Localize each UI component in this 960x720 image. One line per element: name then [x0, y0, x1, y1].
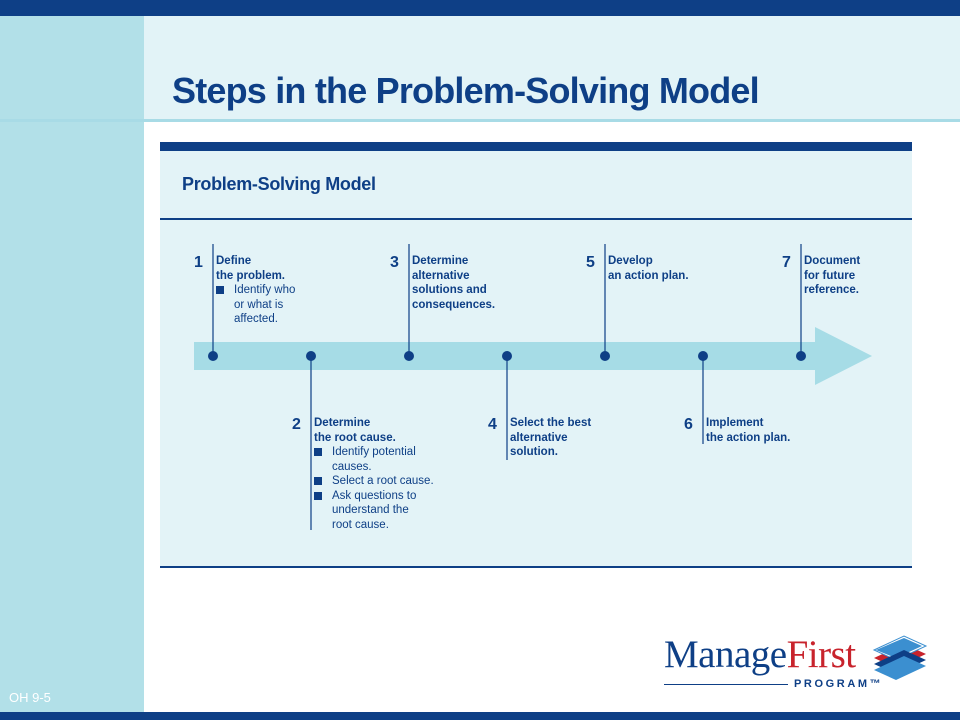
step-number: 7	[782, 254, 791, 271]
bottom-bar	[0, 712, 960, 720]
step-bullets: Identify who or what is affected.	[216, 283, 356, 327]
step-title: Implement the action plan.	[706, 417, 791, 444]
step-bullets: Identify potential causes. Select a root…	[314, 445, 454, 532]
timeline-graphic	[194, 244, 872, 530]
step-content: Define the problem. Identify who or what…	[216, 254, 356, 327]
step-content: Implement the action plan.	[706, 416, 846, 445]
bullet-item: Identify potential causes.	[314, 445, 454, 474]
logo-wordmark: ManageFirst	[664, 632, 856, 677]
timeline-dot-6	[698, 351, 708, 361]
step-number: 2	[292, 416, 301, 433]
step-title: Define the problem.	[216, 255, 286, 282]
timeline-dot-4	[502, 351, 512, 361]
figure-title: Problem-Solving Model	[182, 174, 376, 194]
step-content: Determine the root cause. Identify poten…	[314, 416, 454, 532]
step-number: 5	[586, 254, 595, 271]
step-content: Develop an action plan.	[608, 254, 748, 283]
slide-code: OH 9-5	[9, 690, 51, 705]
step-content: Document for future reference.	[804, 254, 944, 298]
step-title: Select the best alternative solution.	[510, 417, 592, 458]
logo-word-accent: First	[786, 633, 857, 676]
bullet-item: Ask questions to understand the root cau…	[314, 489, 454, 533]
managefirst-logo: ManageFirst PROGRAM™	[664, 632, 934, 692]
logo-word-main: Manage	[664, 633, 787, 676]
step-title: Document for future reference.	[804, 255, 861, 296]
slide-title: Steps in the Problem-Solving Model	[172, 70, 760, 111]
figure-title-divider	[160, 218, 912, 220]
step-title: Determine the root cause.	[314, 417, 396, 444]
timeline-dot-3	[404, 351, 414, 361]
step-number: 1	[194, 254, 203, 271]
timeline-arrow	[194, 327, 872, 385]
figure-bottom-rule	[160, 566, 912, 568]
left-sidebar-strip	[0, 16, 144, 712]
step-title: Determine alternative solutions and cons…	[412, 255, 496, 311]
step-title: Develop an action plan.	[608, 255, 689, 282]
figure-top-rule	[160, 142, 912, 151]
step-number: 3	[390, 254, 399, 271]
step-content: Determine alternative solutions and cons…	[412, 254, 552, 312]
stacked-layers-icon	[872, 635, 928, 680]
logo-underline	[664, 684, 788, 685]
timeline-dot-7	[796, 351, 806, 361]
step-number: 6	[684, 416, 693, 433]
header-rule	[0, 119, 960, 122]
bullet-item: Identify who or what is affected.	[216, 283, 356, 327]
step-number: 4	[488, 416, 497, 433]
timeline-dot-2	[306, 351, 316, 361]
timeline-dot-1	[208, 351, 218, 361]
step-content: Select the best alternative solution.	[510, 416, 650, 460]
top-bar	[0, 0, 960, 16]
timeline-dot-5	[600, 351, 610, 361]
header-band	[144, 16, 960, 120]
bullet-item: Select a root cause.	[314, 474, 454, 489]
problem-solving-figure: Problem-Solving Model 1 Define the probl…	[160, 142, 912, 568]
logo-subtitle: PROGRAM™	[794, 678, 884, 690]
